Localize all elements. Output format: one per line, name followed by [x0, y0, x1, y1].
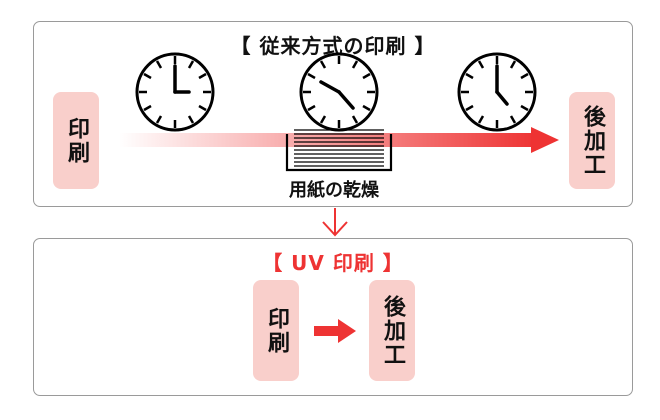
paper-stack-icon: [285, 129, 393, 172]
uv-print-step-label: 印刷: [264, 306, 289, 355]
traditional-printing-panel: 【 従来方式の印刷 】: [33, 21, 633, 207]
print-step-box: 印刷: [53, 92, 99, 189]
uv-post-processing-box: 後加工: [369, 280, 415, 381]
uv-printing-panel: 【 UV 印刷 】 印刷 後加工: [33, 238, 633, 396]
post-processing-box: 後加工: [569, 92, 615, 189]
uv-post-processing-label: 後加工: [380, 294, 405, 367]
arrow-right-icon: [314, 319, 356, 343]
chevron-down-icon: [322, 208, 348, 237]
clock-icon: [299, 52, 379, 132]
uv-print-step-box: 印刷: [253, 280, 299, 381]
process-flow-arrow: [119, 127, 559, 153]
print-step-label: 印刷: [64, 116, 89, 165]
post-processing-label: 後加工: [580, 104, 605, 177]
paper-drying-label: 用紙の乾燥: [289, 180, 379, 201]
clock-icon: [457, 52, 537, 132]
uv-printing-title: 【 UV 印刷 】: [262, 251, 404, 275]
clock-icon: [135, 52, 215, 132]
